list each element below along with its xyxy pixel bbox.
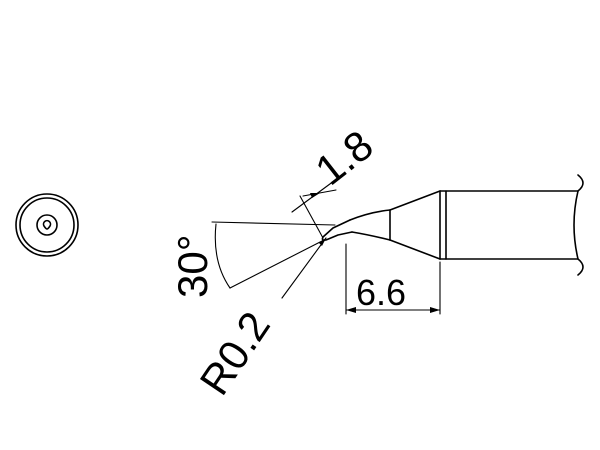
radius-leader-line [281, 237, 327, 299]
bent-tip-outline [321, 219, 353, 241]
angle-arc [214, 223, 231, 289]
radius-arrow [319, 238, 326, 246]
end-view-bore-circle [36, 214, 58, 236]
shaft-break-line [573, 174, 584, 276]
arrowheads [310, 193, 440, 313]
cone-bottom-edge [389, 239, 441, 260]
end-view [15, 193, 79, 257]
length-label: 6.6 [356, 272, 406, 313]
end-view-tip-mark [42, 219, 52, 230]
dimension-lines [211, 177, 441, 315]
angle-label: 30° [169, 234, 216, 298]
width-label: 1.8 [307, 121, 382, 194]
length-arrow-right [430, 307, 440, 313]
end-view-inner-circle [19, 197, 75, 253]
angle-ext-line-2 [229, 239, 325, 289]
cone-top-edge [389, 190, 441, 211]
end-view-outer-circle [15, 193, 79, 257]
radius-label: R0.2 [190, 303, 279, 403]
side-view [321, 174, 584, 276]
neck-top-edge [349, 209, 391, 221]
angle-ext-line-1 [211, 221, 336, 226]
width-arrow [310, 193, 320, 198]
length-arrow-left [346, 307, 356, 313]
width-ext-line-2 [299, 195, 324, 239]
neck-bottom-edge [351, 231, 391, 241]
